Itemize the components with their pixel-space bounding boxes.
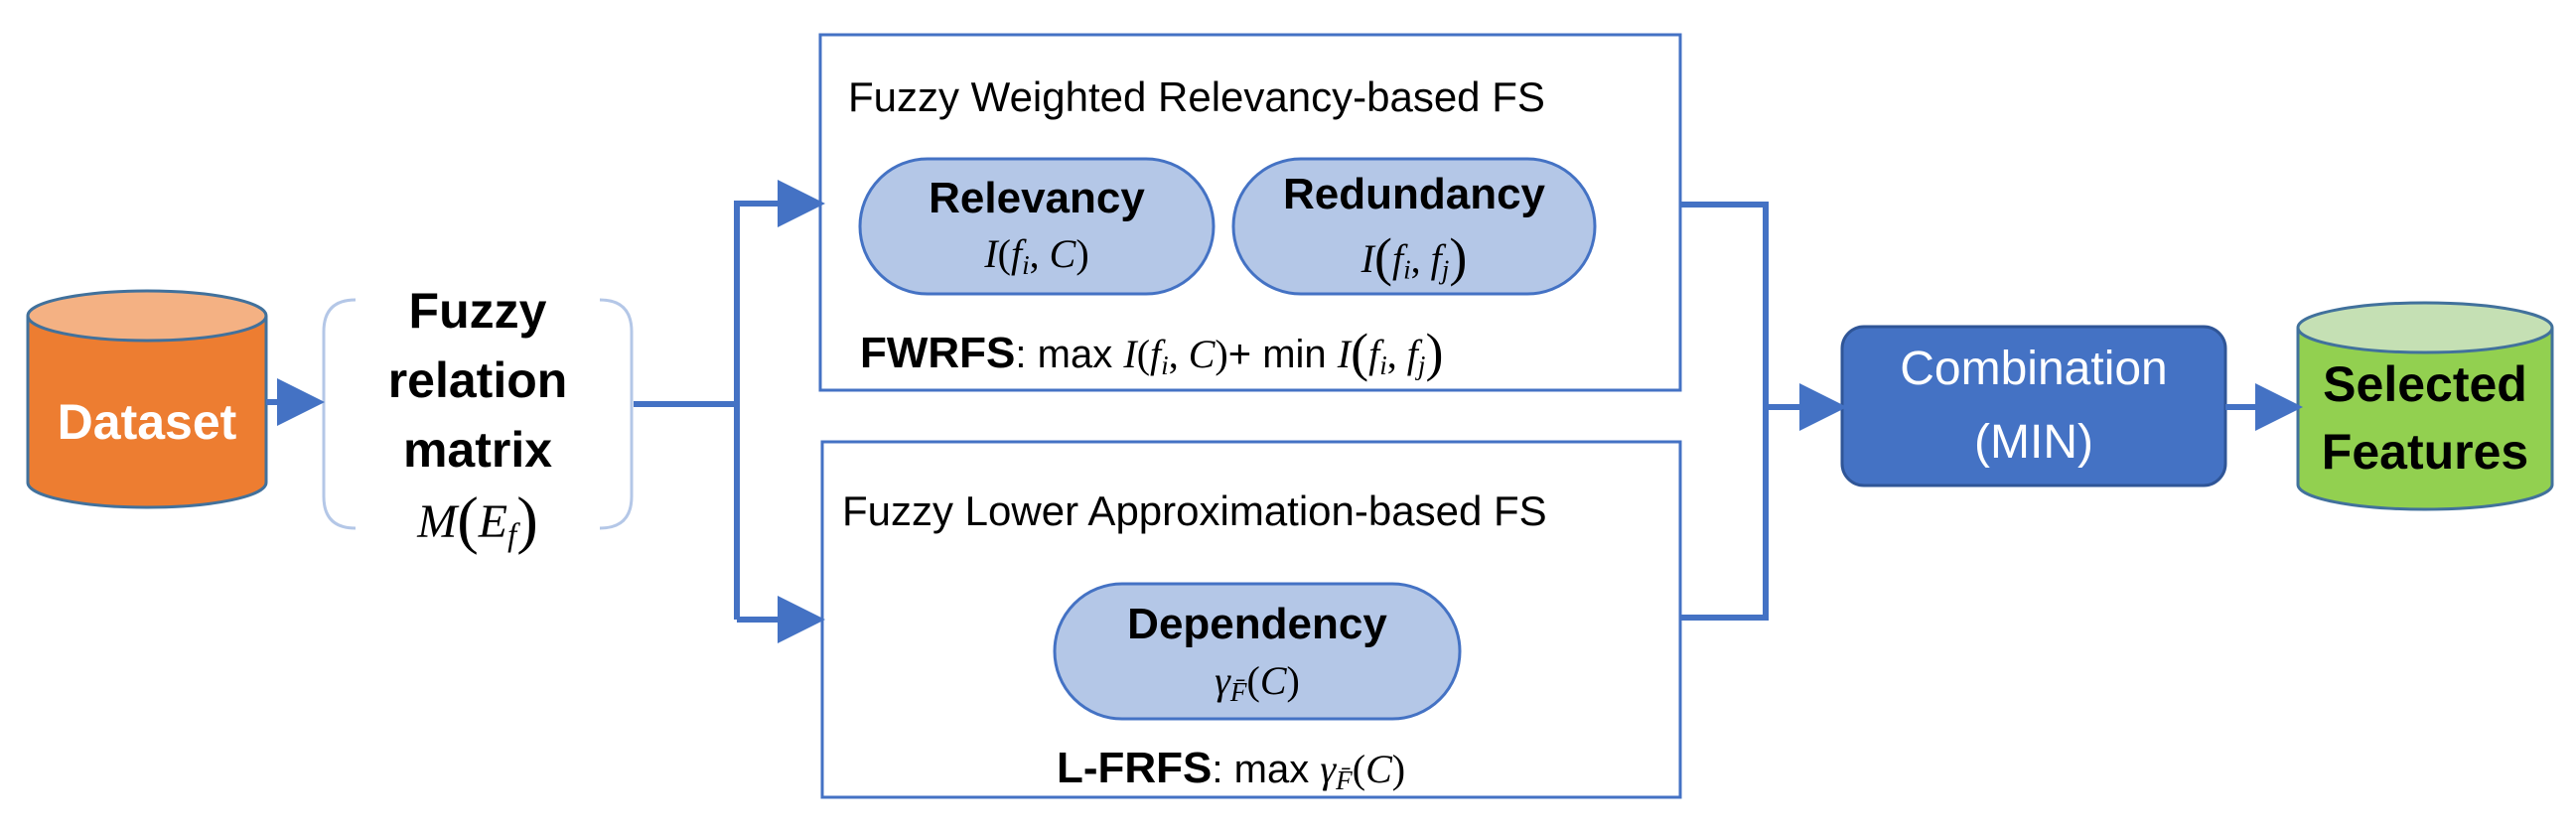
lfrfs-panel-title: Fuzzy Lower Approximation-based FS bbox=[842, 487, 1547, 534]
matrix-label-line3: matrix bbox=[402, 422, 553, 478]
relevancy-formula: I(fi, C) bbox=[984, 231, 1089, 280]
connectors bbox=[266, 180, 2303, 643]
arrow-branch-to-fwrfs bbox=[734, 180, 825, 620]
dependency-formula: γF̄(C) bbox=[1215, 658, 1300, 707]
selected-label-line1: Selected bbox=[2323, 356, 2527, 412]
line-fwrfs-to-merge bbox=[1680, 202, 1769, 621]
matrix-label-line2: relation bbox=[387, 352, 568, 408]
dependency-label: Dependency bbox=[1127, 600, 1387, 648]
matrix-formula: M(Ef) bbox=[417, 485, 538, 556]
selected-label-line2: Features bbox=[2321, 424, 2529, 480]
fwrfs-name: FWRFS bbox=[860, 328, 1016, 377]
selected-features-cylinder bbox=[2296, 301, 2554, 511]
lfrfs-objective: L-FRFS: max γF̄(C) bbox=[1057, 744, 1406, 795]
lfrfs-name: L-FRFS bbox=[1057, 744, 1213, 792]
dataset-cylinder bbox=[26, 289, 268, 509]
combination-label-line2: (MIN) bbox=[1974, 416, 2093, 469]
matrix-label-line1: Fuzzy bbox=[408, 283, 547, 339]
redundancy-formula: I(fi, fj) bbox=[1360, 227, 1468, 287]
fwrfs-panel-title: Fuzzy Weighted Relevancy-based FS bbox=[848, 73, 1545, 120]
relevancy-label: Relevancy bbox=[929, 174, 1145, 222]
redundancy-label: Redundancy bbox=[1282, 170, 1546, 218]
dataset-label: Dataset bbox=[57, 394, 237, 450]
combination-label-line1: Combination bbox=[1900, 343, 2168, 395]
fwrfs-objective: FWRFS: max I(fi, C)+ min I(fi, fj) bbox=[860, 323, 1444, 382]
relevancy-pill bbox=[858, 157, 1216, 296]
redundancy-pill bbox=[1231, 157, 1597, 296]
dependency-pill bbox=[1053, 582, 1462, 721]
